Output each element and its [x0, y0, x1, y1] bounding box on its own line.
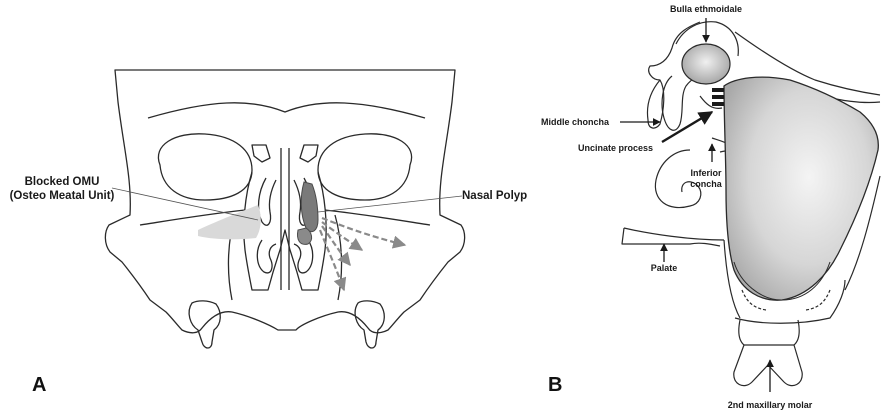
molar-roots-dashed [741, 289, 831, 311]
label-uncinate-process: Uncinate process [578, 143, 653, 153]
alveolar-region [734, 279, 846, 324]
right-orbit [317, 133, 413, 201]
maxillary-molar [733, 319, 803, 387]
omu-leader-line [111, 187, 259, 221]
label-bulla-ethmoidale: Bulla ethmoidale [670, 4, 742, 14]
left-inferior-turbinate [256, 239, 277, 274]
left-molar [188, 300, 221, 349]
right-maxilla-wall [324, 209, 431, 226]
right-inferior-turbinate [293, 239, 314, 274]
lateral-wall [723, 239, 741, 319]
label-middle-concha: Middle choncha [541, 117, 610, 127]
nasal-polyp-mass [300, 181, 319, 233]
brow-line [147, 102, 426, 119]
bulla-outer [675, 21, 739, 57]
label-palate: Palate [651, 263, 678, 273]
nasal-bone-right [299, 144, 319, 163]
label-blocked-omu-1: Blocked OMU [25, 176, 100, 188]
orbit-floor-line [734, 31, 881, 96]
panel-a-skull [104, 69, 466, 349]
right-molar [354, 300, 385, 349]
uncinate-arrow [661, 110, 714, 144]
right-cheek-curve [334, 214, 343, 301]
inferior-concha [654, 149, 702, 209]
panel-letter-b: B [548, 374, 562, 396]
label-inferior-concha-2: concha [690, 179, 723, 189]
maxillary-sinus [723, 76, 879, 301]
nasal-bone-left [251, 144, 271, 163]
sinus-floor [733, 261, 831, 301]
polyp-leader-line [317, 195, 463, 213]
drainage-arrow-1 [321, 216, 407, 249]
bulla-ethmoidale [681, 43, 731, 85]
ethmoid-wall [646, 21, 701, 129]
drainage-arrow-3 [321, 225, 351, 267]
hard-palate [621, 227, 721, 247]
ostium-bar-3 [712, 102, 724, 106]
left-orbit [157, 133, 253, 201]
uncinate-region [699, 95, 723, 109]
nasal-cavity [243, 171, 327, 291]
left-middle-turbinate [257, 177, 277, 226]
ostium-bar-2 [712, 95, 724, 99]
nasal-polyp-lower [297, 227, 313, 245]
label-inferior-concha-1: Inferior [690, 168, 722, 178]
label-2nd-maxillary-molar: 2nd maxillary molar [728, 400, 813, 410]
nasal-septum [280, 148, 290, 290]
drainage-arrows [318, 216, 407, 292]
lateral-outer-wall [844, 175, 881, 291]
ostium-bar-1 [712, 88, 724, 92]
natural-ostium-marks [712, 88, 724, 106]
drainage-arrow-2 [321, 221, 364, 251]
label-blocked-omu-2: (Osteo Meatal Unit) [10, 190, 115, 202]
palate-upper [623, 227, 725, 241]
left-maxilla-wall [139, 209, 246, 226]
skull-outline [104, 69, 466, 334]
blocked-omu-region [198, 205, 261, 240]
panel-b-arrows [620, 18, 774, 392]
label-nasal-polyp: Nasal Polyp [462, 190, 527, 202]
panel-letter-a: A [32, 374, 46, 396]
drainage-arrow-4 [318, 229, 347, 292]
